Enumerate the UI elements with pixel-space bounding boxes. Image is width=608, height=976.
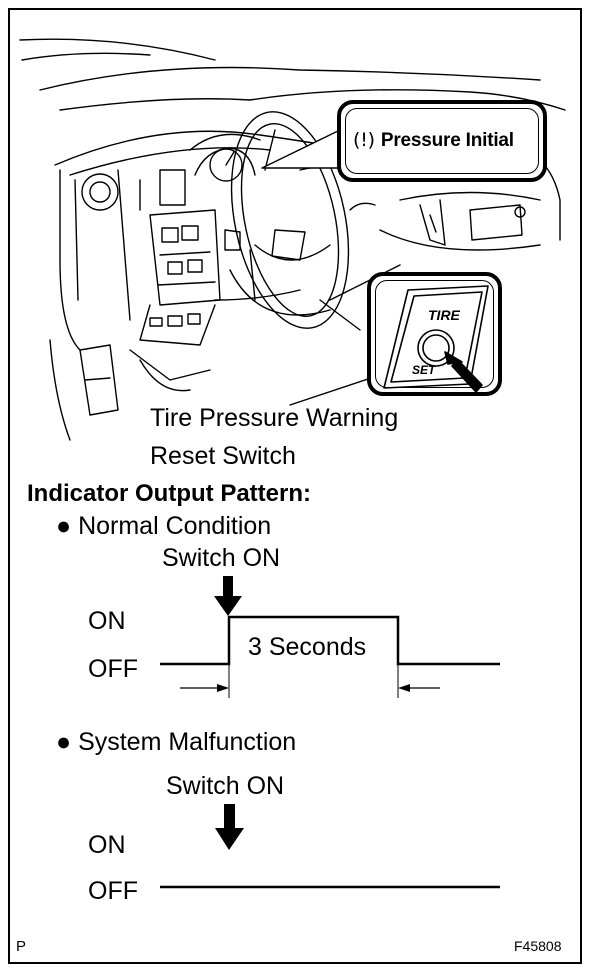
malfunction-switch-arrow-icon: [215, 804, 244, 850]
malfunction-off-label: OFF: [88, 877, 138, 905]
figure-frame: [8, 8, 582, 964]
switch-set-label: SET: [412, 363, 437, 377]
normal-off-label: OFF: [88, 655, 138, 683]
malfunction-switch-on-label: Switch ON: [166, 772, 285, 800]
normal-switch-arrow-icon: [214, 576, 242, 616]
normal-switch-on-label: Switch ON: [162, 544, 281, 572]
tire-pressure-warning-icon: (!): [353, 129, 375, 151]
duration-dimension-arrows: [180, 684, 440, 692]
pressure-initial-label: Pressure Initial: [380, 130, 514, 151]
pressure-initial-callout: (!)Pressure Initial: [337, 100, 547, 182]
figure-number: F45808: [514, 938, 562, 954]
system-malfunction-heading: ● System Malfunction: [56, 728, 296, 757]
footer-left-code: P: [16, 938, 27, 955]
switch-caption-line2: Reset Switch: [150, 442, 296, 470]
switch-tire-label: TIRE: [428, 307, 461, 323]
normal-on-label: ON: [88, 607, 126, 635]
section-title: Indicator Output Pattern:: [27, 480, 311, 507]
normal-waveform: [160, 615, 500, 666]
system-malfunction-label: System Malfunction: [78, 728, 297, 756]
normal-condition-label: Normal Condition: [78, 512, 272, 540]
normal-condition-heading: ● Normal Condition: [56, 512, 271, 541]
bullet-icon: ●: [56, 728, 72, 756]
malfunction-on-label: ON: [88, 831, 126, 859]
pulse-duration-label: 3 Seconds: [248, 633, 367, 661]
switch-caption-line1: Tire Pressure Warning: [150, 404, 399, 432]
pressure-initial-text: (!)Pressure Initial: [353, 129, 514, 152]
bullet-icon: ●: [56, 512, 72, 540]
